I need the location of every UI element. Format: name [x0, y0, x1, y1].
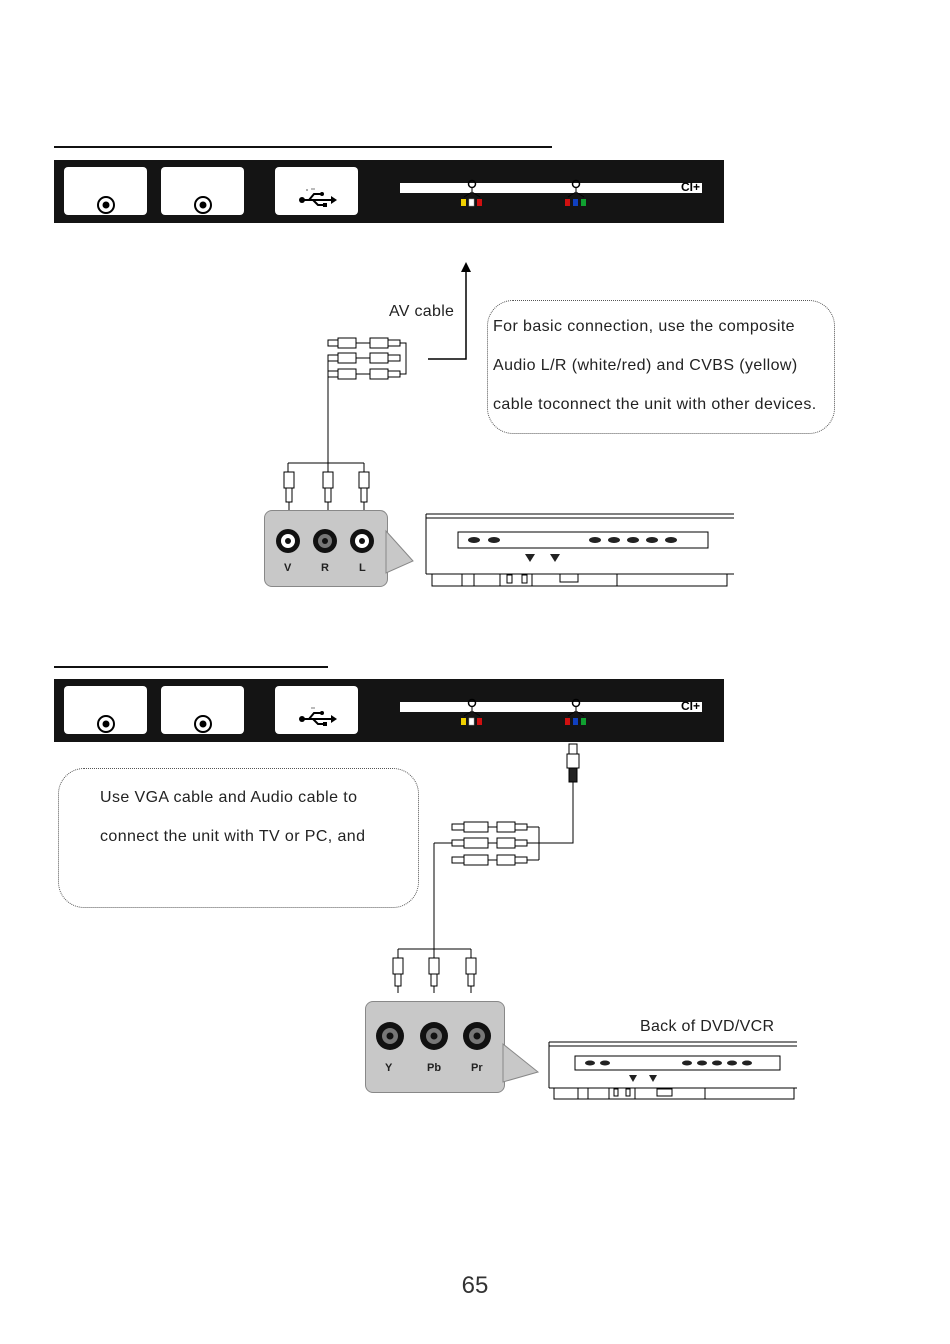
usb-port-slot [275, 686, 358, 734]
note-line: connect the unit with TV or PC, and [100, 828, 365, 846]
note-line: cable toconnect the unit with other devi… [493, 396, 817, 414]
ypbpr-jack-icon [564, 180, 588, 212]
satellite-port-slot [161, 167, 244, 215]
tv-rear-panel-1: CI+ [54, 160, 724, 223]
antenna-jack-icon [193, 195, 213, 215]
usb-port-slot [275, 167, 358, 215]
note-line: For basic connection, use the composite [493, 318, 795, 336]
device-label: Back of DVD/VCR [640, 1018, 774, 1036]
section1-note-box: For basic connection, use the composite … [487, 300, 835, 434]
jack-label-pb: Pb [427, 1062, 441, 1074]
page-number: 65 [0, 1272, 950, 1300]
av-cable-label: AV cable [389, 303, 454, 321]
jack-label-pr: Pr [471, 1062, 483, 1074]
jack-label-y: Y [385, 1062, 392, 1074]
av-input-strip: CI+ [400, 183, 702, 193]
antenna-port-slot [64, 686, 147, 734]
usb-icon [297, 187, 337, 209]
av-jack-icon [460, 699, 484, 731]
note-line: Use VGA cable and Audio cable to [100, 789, 357, 807]
jack-label-l: L [359, 562, 366, 574]
ci-slot-label: CI+ [681, 699, 700, 713]
antenna-jack-icon [96, 714, 116, 734]
antenna-port-slot [64, 167, 147, 215]
antenna-jack-icon [193, 714, 213, 734]
ypbpr-jack-icon [564, 699, 588, 731]
jack-label-r: R [321, 562, 329, 574]
section2-note-box: Use VGA cable and Audio cable to connect… [58, 768, 419, 908]
note-line: Audio L/R (white/red) and CVBS (yellow) [493, 357, 798, 375]
av-jack-icon [460, 180, 484, 212]
av-input-strip: CI+ [400, 702, 702, 712]
antenna-jack-icon [96, 195, 116, 215]
usb-icon [297, 706, 337, 728]
tv-rear-panel-2: CI+ [54, 679, 724, 742]
section1-heading-rule [54, 146, 552, 148]
av-jack-block: V R L [264, 510, 388, 587]
jack-label-v: V [284, 562, 291, 574]
section2-heading-rule [54, 666, 328, 668]
component-jack-block: Y Pb Pr [365, 1001, 505, 1093]
rca-plugs-1 [278, 470, 398, 515]
ci-slot-label: CI+ [681, 180, 700, 194]
dvd-vcr-device-1 [422, 512, 742, 592]
dvd-vcr-device-2 [545, 1040, 805, 1110]
satellite-port-slot [161, 686, 244, 734]
